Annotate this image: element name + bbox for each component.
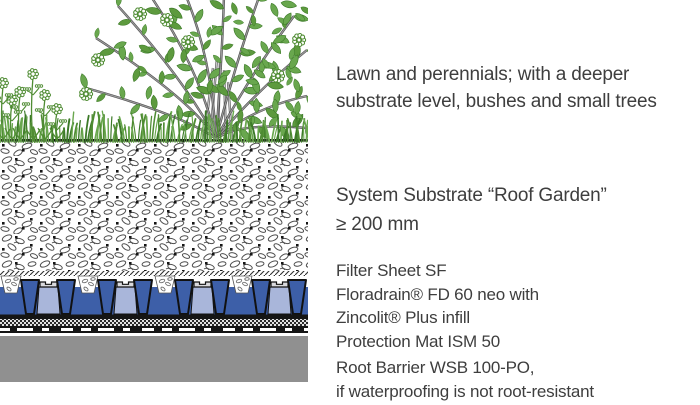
lawn-grass-illustration [0,110,308,143]
perennials-illustration [0,68,68,142]
label-line: substrate level, bushes and small trees [336,91,657,112]
green-roof-buildup-illustration [0,0,308,382]
label-line: System Substrate “Roof Garden” [336,185,607,206]
label-vegetation: Lawn and perennials; with a deeper subst… [336,61,657,115]
substrate-layer-graphic [0,139,308,271]
roof-deck-graphic [0,336,308,382]
label-line: Protection Mat ISM 50 [336,331,500,351]
label-line: ≥ 200 mm [336,214,419,235]
drainage-layer-graphic [0,275,308,319]
label-substrate: System Substrate “Roof Garden” ≥ 200 mm [336,181,607,239]
label-line: Floradrain® FD 60 neo with [336,284,539,304]
label-line: Filter Sheet SF [336,261,447,280]
label-line: Zincolit® Plus infill [336,308,470,327]
label-buildup-layers: Filter Sheet SF Floradrain® FD 60 neo wi… [336,259,539,353]
label-line: Root Barrier WSB 100-PO, [336,358,535,377]
label-line: Lawn and perennials; with a deeper [336,64,630,85]
label-root-barrier: Root Barrier WSB 100-PO, if waterproofin… [336,356,594,403]
protection-mat-graphic [0,319,308,326]
label-line: if waterproofing is not root-resistant [336,381,594,401]
root-barrier-graphic [0,326,308,333]
bush-and-small-tree-illustration [78,0,308,144]
filter-sheet-graphic [0,271,308,276]
